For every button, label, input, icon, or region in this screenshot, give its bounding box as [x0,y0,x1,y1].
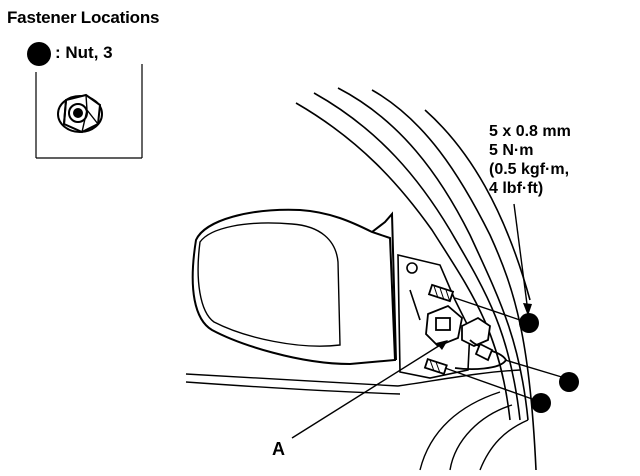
page-title: Fastener Locations [7,8,160,27]
spec-line: (0.5 kgf·m, [489,161,570,178]
flange-nut-icon [57,93,103,134]
door-frame [295,87,537,471]
nut-marker-2 [559,372,579,392]
leader-lines [291,203,566,439]
callout-a-label: A [272,439,285,459]
spec-line: 5 x 0.8 mm [489,123,571,140]
mirror-housing [191,208,397,366]
legend-label: : Nut, 3 [55,43,113,62]
arrowhead-spec [523,303,532,316]
spec-line: 4 lbf·ft) [489,180,544,197]
connector-a [425,304,508,370]
torque-spec: 5 x 0.8 mm 5 N·m (0.5 kgf·m, 4 lbf·ft) [489,122,571,198]
nut-marker-icon [27,42,51,66]
spec-line: 5 N·m [489,142,534,159]
arrowhead-a [436,340,448,350]
door-body [185,369,529,471]
nut-marker-3 [531,393,551,413]
nut-marker-1 [519,313,539,333]
legend-box [35,64,143,159]
studs [423,283,455,375]
